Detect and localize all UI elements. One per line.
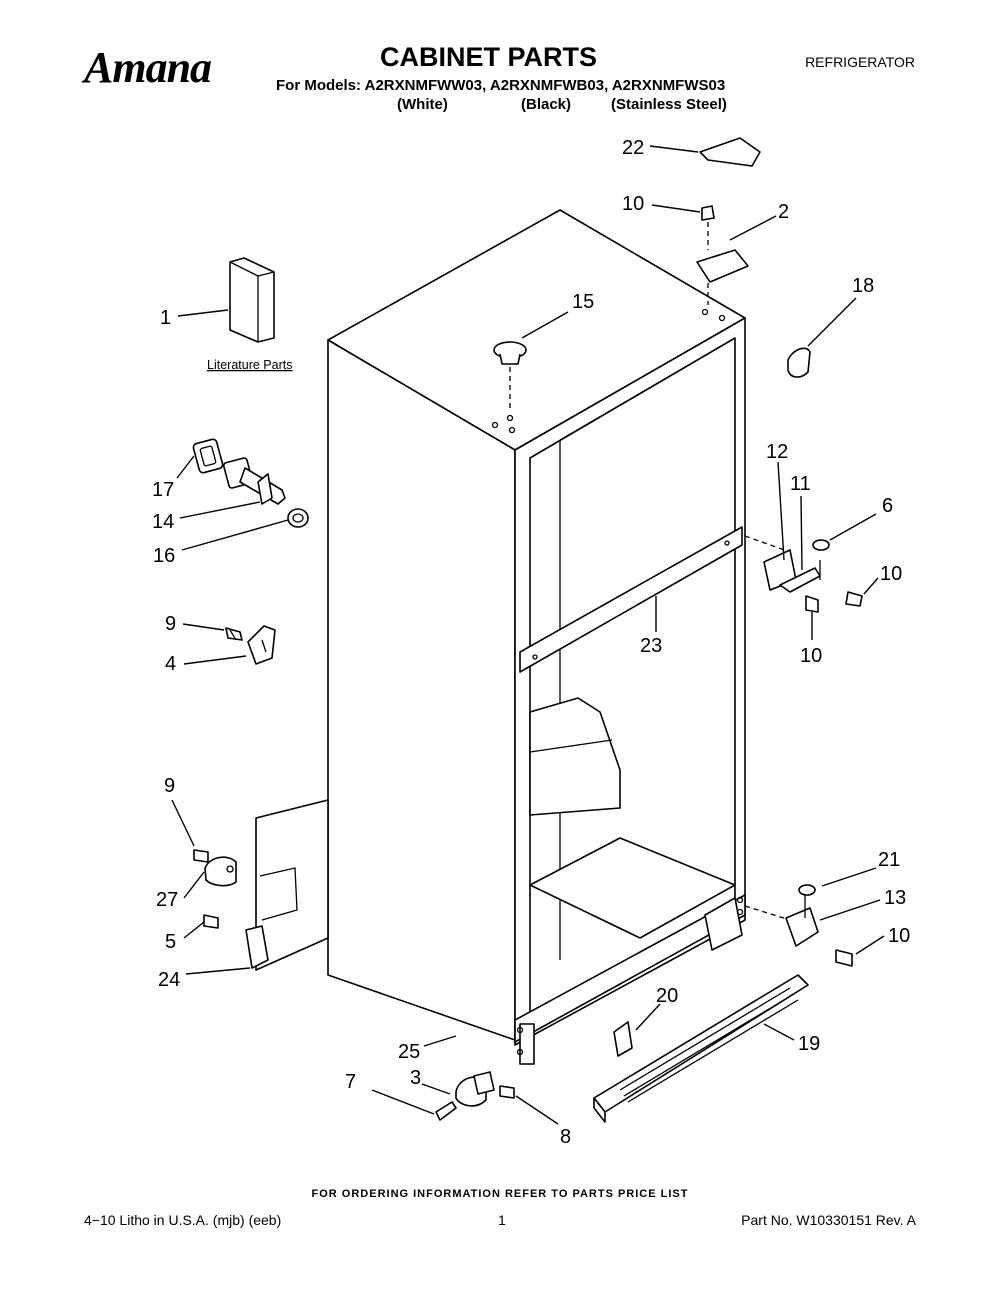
top-hinge-part-2	[696, 249, 749, 283]
callout-15: 15	[572, 291, 594, 313]
callout-9-lower: 9	[164, 775, 175, 797]
callout-7: 7	[345, 1071, 356, 1093]
callout-12: 12	[766, 441, 788, 463]
callout-10-bottom: 10	[888, 925, 910, 947]
callout-22: 22	[622, 137, 644, 159]
variant-stainless: (Stainless Steel)	[611, 96, 727, 113]
screw-part-9-lower	[193, 849, 209, 863]
callout-8: 8	[560, 1126, 571, 1148]
document-type: REFRIGERATOR	[805, 54, 915, 70]
callout-17: 17	[152, 479, 174, 501]
callout-24: 24	[158, 969, 180, 991]
callout-25: 25	[398, 1041, 420, 1063]
hinge-cover-part-22	[699, 137, 761, 167]
callout-2: 2	[778, 201, 789, 223]
callout-19: 19	[798, 1033, 820, 1055]
variant-white: (White)	[397, 96, 448, 113]
callout-3: 3	[410, 1067, 421, 1089]
literature-parts	[229, 257, 275, 343]
plug-button-part-15	[493, 341, 527, 365]
callout-5: 5	[165, 931, 176, 953]
part-number: Part No. W10330151 Rev. A	[741, 1212, 916, 1228]
plug-part-18	[787, 347, 811, 378]
callout-23: 23	[640, 635, 662, 657]
callout-labels: 1 2 3 4 5 6 7 8 9 9 10 10 10 10 10 11 12…	[152, 137, 910, 1148]
callout-10-top: 10	[622, 193, 644, 215]
callout-1: 1	[160, 307, 171, 329]
callout-18: 18	[852, 275, 874, 297]
callout-27: 27	[156, 889, 178, 911]
mullion-part-23	[519, 526, 743, 673]
page-title: CABINET PARTS	[380, 42, 598, 72]
literature-parts-label: Literature Parts	[207, 358, 292, 372]
callout-14: 14	[152, 511, 174, 533]
leader-lines	[171, 145, 885, 1125]
hinge-part-13	[785, 907, 819, 947]
screw-part-7	[435, 1101, 457, 1121]
brand-logo: Amana	[84, 43, 212, 92]
grommet-part-17	[192, 438, 224, 474]
screw-part-10-top	[701, 205, 715, 221]
callout-16: 16	[153, 545, 175, 567]
callout-9-upper: 9	[165, 613, 176, 635]
callout-13: 13	[884, 887, 906, 909]
callout-21: 21	[878, 849, 900, 871]
screw-part-10-lower	[805, 595, 819, 613]
washer-part-6	[812, 539, 830, 551]
litho-info: 4−10 Litho in U.S.A. (mjb) (eeb)	[84, 1212, 282, 1228]
callout-10-right: 10	[880, 563, 902, 585]
screw-part-5	[203, 914, 219, 929]
plate-part-24	[255, 799, 329, 971]
grommet-part-16	[287, 508, 309, 528]
clip-part-20	[613, 1021, 633, 1057]
screw-part-9-upper	[225, 627, 243, 641]
bracket-part-4	[247, 625, 276, 665]
screw-part-10-bottom	[835, 949, 853, 967]
screw-part-8	[499, 1085, 515, 1099]
variant-black: (Black)	[521, 96, 572, 113]
cabinet-body	[327, 209, 746, 1065]
clip-part-27	[204, 856, 237, 887]
callout-6: 6	[882, 495, 893, 517]
toe-grille-part-19	[593, 974, 809, 1123]
callout-4: 4	[165, 653, 176, 675]
screw-part-10-right	[845, 591, 863, 607]
leveler-part-3	[455, 1071, 495, 1107]
models-line: For Models: A2RXNMFWW03, A2RXNMFWB03, A2…	[276, 77, 726, 94]
washer-part-21	[798, 884, 816, 896]
callout-10-lower: 10	[800, 645, 822, 667]
drain-part-14	[222, 457, 286, 505]
callout-11: 11	[790, 473, 811, 495]
page-number: 1	[498, 1212, 506, 1228]
ordering-note: FOR ORDERING INFORMATION REFER TO PARTS …	[311, 1188, 689, 1200]
callout-20: 20	[656, 985, 678, 1007]
